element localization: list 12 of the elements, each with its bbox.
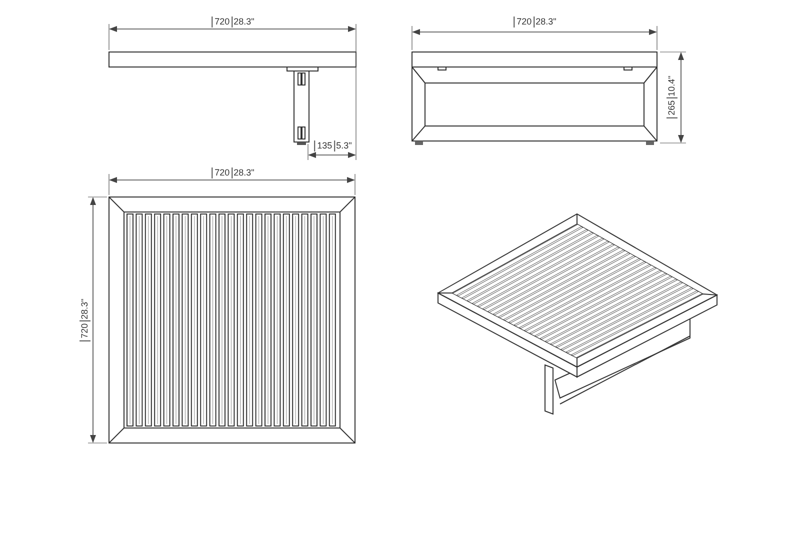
- dimension-value: 265: [666, 97, 678, 118]
- dimension-value: 135: [314, 140, 336, 152]
- dimension-value: 720: [212, 168, 233, 178]
- dimension-value: 720: [514, 16, 535, 28]
- dimension-value: 10.4": [668, 76, 676, 96]
- dimension-value: 720: [212, 16, 233, 28]
- dimension-value: 28.3": [536, 18, 556, 26]
- dimension-value: 720: [80, 320, 90, 342]
- dimension-value: 28.3": [80, 298, 90, 320]
- dimension-value: 28.3": [234, 18, 254, 26]
- dimension-value: 5.3": [336, 142, 352, 150]
- dimension-value: 28.3": [234, 168, 254, 178]
